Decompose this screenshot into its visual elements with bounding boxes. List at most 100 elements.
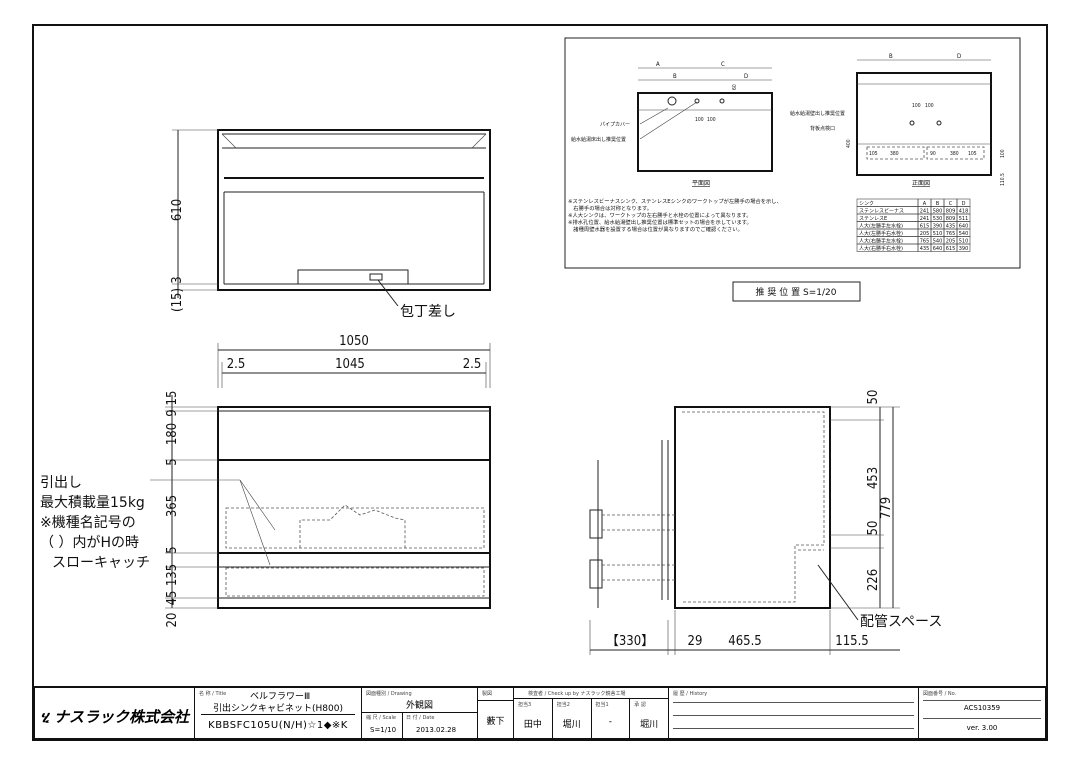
inset-caption-box: [732, 281, 861, 302]
sheet-frame: [32, 24, 1048, 741]
table-header: シンク: [859, 201, 874, 207]
table-cell: 640: [933, 246, 943, 252]
table-cell: 765: [920, 239, 930, 245]
svg-text:最大積載量15kg: 最大積載量15kg: [40, 495, 145, 511]
table-cell: 540: [959, 231, 969, 237]
svg-text:※機種名記号の: ※機種名記号の: [40, 514, 136, 531]
svg-text:29: 29: [688, 634, 703, 649]
table-cell: 435: [920, 246, 930, 252]
svg-text:D: D: [957, 53, 961, 60]
table-cell: ステンレスビーナス: [859, 208, 904, 215]
knife-slot-label: 包丁差し: [400, 304, 456, 320]
table-cell: 418: [959, 209, 969, 215]
svg-text:【330】: 【330】: [606, 634, 654, 649]
table-cell: ステンレスE: [859, 216, 887, 222]
dim-15: (15): [170, 288, 185, 312]
front-view: 15 9 180 5 365 5 135 45 20 引出し 最大積載量15kg…: [40, 391, 491, 628]
svg-text:779: 779: [879, 497, 894, 519]
svg-text:400: 400: [846, 139, 852, 148]
svg-text:100: 100: [707, 117, 716, 123]
table-cell: 510: [933, 231, 943, 237]
svg-text:100: 100: [925, 103, 934, 109]
table-cell: 人大(左勝手右水栓): [859, 230, 903, 237]
svg-text:15: 15: [165, 391, 180, 406]
dim-610: 610: [170, 199, 185, 221]
table-cell-border: [956, 243, 971, 252]
table-cell: 580: [933, 209, 943, 215]
svg-text:A: A: [656, 61, 660, 68]
svg-text:380: 380: [890, 151, 899, 157]
table-cell: 人大(右勝手右水栓): [859, 245, 903, 252]
svg-text:20: 20: [165, 613, 180, 628]
svg-text:105: 105: [968, 151, 977, 157]
table-cell: 390: [933, 224, 943, 230]
table-cell: 435: [946, 224, 956, 230]
table-cell: 人大(右勝手左水栓): [859, 238, 903, 245]
svg-text:465.5: 465.5: [728, 634, 761, 649]
pipe-space-label: 配管スペース: [860, 614, 942, 630]
dim-3: 3: [170, 276, 185, 283]
svg-text:60: 60: [732, 84, 738, 90]
table-cell: 765: [946, 231, 956, 237]
svg-text:380: 380: [950, 151, 959, 157]
svg-text:※人大シンクは、ワークトップの左右勝手と水栓の位置によって異: ※人大シンクは、ワークトップの左右勝手と水栓の位置によって異なります。: [568, 211, 752, 219]
svg-text:2.5: 2.5: [227, 357, 246, 372]
svg-text:105: 105: [869, 151, 878, 157]
svg-text:50: 50: [866, 521, 881, 536]
swan-icon: ሂ: [40, 708, 49, 726]
svg-text:（ ）内がHの時: （ ）内がHの時: [40, 535, 139, 551]
svg-text:5: 5: [165, 546, 180, 553]
table-header: A: [923, 201, 927, 207]
top-view: 610 3 (15) 包丁差し: [170, 129, 491, 320]
svg-text:背板点検口: 背板点検口: [810, 125, 835, 132]
svg-text:D: D: [744, 73, 748, 80]
table-cell: 615: [946, 246, 956, 252]
table-cell: 241: [920, 216, 930, 222]
inset-notes: ※ステンレスビーナスシンク、ステンレスEシンクのワークトップが左勝手の場合を示し…: [568, 197, 782, 205]
width-dimensions: 1050 2.5 1045 2.5: [217, 334, 491, 388]
table-cell: 510: [959, 239, 969, 245]
svg-text:226: 226: [866, 569, 881, 591]
table-cell: 511: [959, 216, 969, 222]
svg-text:135: 135: [165, 564, 180, 586]
svg-text:※排水孔位置、給水給湯壁出し推奨位置は標準セットの場合を示し: ※排水孔位置、給水給湯壁出し推奨位置は標準セットの場合を示しています。: [568, 218, 752, 226]
svg-text:100: 100: [912, 103, 921, 109]
svg-text:C: C: [721, 61, 725, 68]
svg-text:100: 100: [1000, 149, 1006, 158]
table-cell: 809: [946, 209, 956, 215]
svg-text:180: 180: [165, 423, 180, 445]
table-cell: 540: [933, 239, 943, 245]
svg-text:B: B: [889, 53, 893, 60]
svg-text:給水給湯床出し推奨位置: 給水給湯床出し推奨位置: [571, 136, 626, 143]
title-block: ሂ ナスラック株式会社 名 称 / Title ベルフラワーⅢ 引出シンクキャビ…: [33, 686, 1047, 741]
table-header: B: [936, 201, 940, 207]
recommended-position-inset: A C B D 100 100 60 パイプカバー 給水給湯床出し推奨位置 平面…: [564, 37, 1021, 269]
table-cell: 205: [920, 231, 930, 237]
svg-text:100: 100: [695, 117, 704, 123]
table-cell: 809: [946, 216, 956, 222]
svg-text:5: 5: [165, 458, 180, 465]
table-cell: 615: [920, 224, 930, 230]
svg-text:B: B: [673, 73, 677, 80]
svg-text:右勝手の場合は対称となります。: 右勝手の場合は対称となります。: [568, 204, 652, 212]
svg-text:115.5: 115.5: [835, 634, 868, 649]
drawer-note: 引出し: [40, 475, 82, 491]
svg-text:365: 365: [165, 495, 180, 517]
svg-text:諸種周壁水器を設置する場合は位置が異なりますのでご確認くださ: 諸種周壁水器を設置する場合は位置が異なりますのでご確認ください。: [568, 225, 743, 233]
company-logo: ሂ ナスラック株式会社: [35, 688, 195, 738]
svg-text:パイプカバー: パイプカバー: [600, 122, 630, 128]
svg-text:90: 90: [930, 151, 936, 157]
svg-text:110.5: 110.5: [1000, 173, 1006, 186]
plan-view-title: 平面図: [692, 180, 710, 187]
svg-text:50: 50: [866, 390, 881, 405]
table-cell: 205: [946, 239, 956, 245]
svg-text:9: 9: [165, 409, 180, 416]
table-cell: 640: [959, 224, 969, 230]
inset-caption: 推 奨 位 置 S=1/20: [756, 286, 837, 298]
table-cell: 390: [959, 246, 969, 252]
table-cell: 241: [920, 209, 930, 215]
svg-text:給水給湯壁出し推奨位置: 給水給湯壁出し推奨位置: [790, 110, 845, 117]
